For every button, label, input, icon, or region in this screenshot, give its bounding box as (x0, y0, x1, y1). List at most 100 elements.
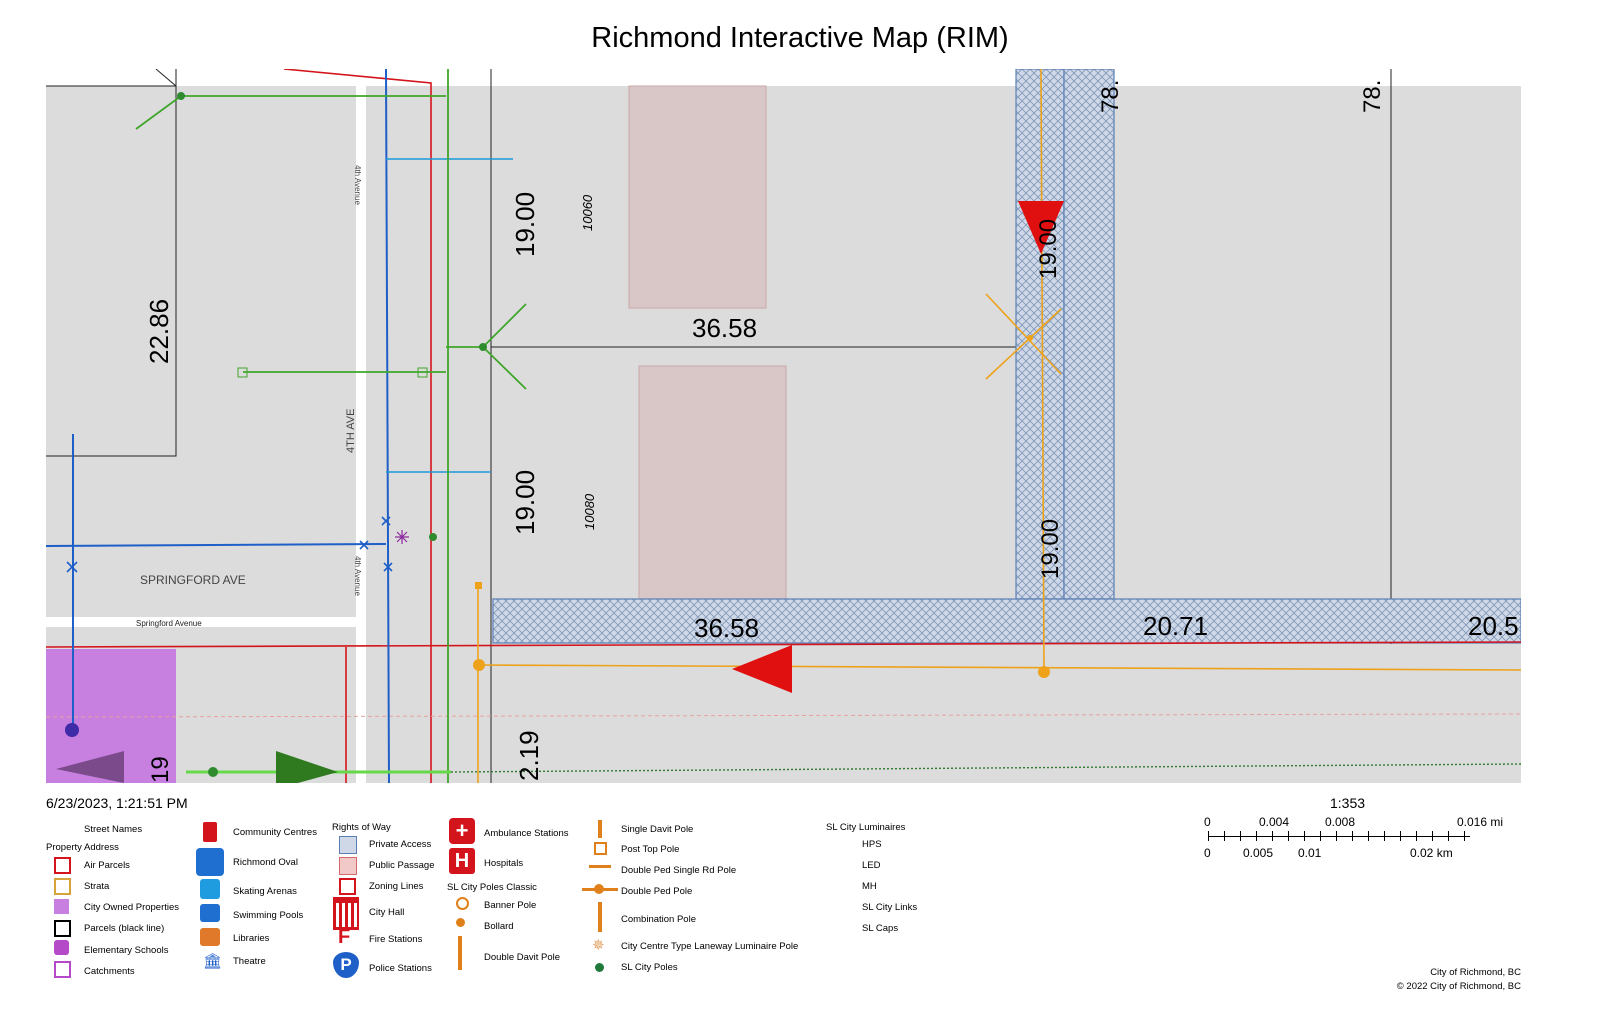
city-owned-icon (54, 899, 69, 914)
arrow-green-right (276, 751, 338, 783)
zoning-lines (46, 69, 1521, 783)
legend-combination-pole: Combination Pole (621, 914, 696, 925)
city-hall-icon (333, 897, 359, 930)
legend-elementary-schools: Elementary Schools (84, 945, 169, 956)
skating-arena-icon (200, 879, 220, 899)
legend-catchments: Catchments (84, 966, 135, 977)
legend-zoning-lines: Zoning Lines (369, 881, 424, 892)
legend-city-owned: City Owned Properties (84, 902, 180, 913)
legend-air-parcels: Air Parcels (84, 860, 130, 871)
single-davit-pole-icon (598, 820, 602, 838)
legend-double-ped-pole: Double Ped Pole (621, 886, 693, 897)
hospital-icon: H (449, 848, 475, 874)
legend-mh: MH (862, 881, 877, 892)
theatre-icon: 🏛 (203, 953, 223, 970)
post-top-pole-icon (594, 842, 607, 855)
label-parcel-19-00-b: 19.00 (510, 470, 540, 535)
arrow-red-down (1018, 201, 1064, 254)
label-parcel-78-b: 78. (1359, 80, 1386, 113)
map-title: Richmond Interactive Map (RIM) (591, 22, 1009, 54)
legend-libraries: Libraries (233, 933, 270, 944)
catchments-icon (54, 961, 71, 978)
arrow-red-left (732, 645, 792, 693)
school-icon (54, 940, 69, 955)
legend-sl-city-links: SL City Links (862, 902, 918, 913)
library-icon (200, 928, 220, 946)
legend-strata: Strata (84, 881, 110, 892)
scale-mi-0: 0 (1204, 815, 1211, 829)
legend-rights-of-way: Rights of Way (332, 822, 391, 833)
credit-line-1: City of Richmond, BC (1430, 967, 1521, 978)
legend-public-passage: Public Passage (369, 860, 435, 871)
legend-skating-arenas: Skating Arenas (233, 886, 297, 897)
scale-mi-2: 0.008 (1325, 815, 1356, 829)
legend-bollard: Bollard (484, 921, 514, 932)
legend-property-address: Property Address (46, 842, 119, 853)
legend-richmond-oval: Richmond Oval (233, 857, 298, 868)
scale-ratio: 1:353 (1330, 795, 1366, 811)
sl-city-poles-icon (595, 963, 604, 972)
banner-pole-icon (456, 897, 469, 910)
swimming-pool-icon (200, 904, 220, 922)
private-access-icon (339, 836, 357, 854)
map-legend: Street Names Property Address Air Parcel… (0, 818, 1200, 992)
building-10060 (628, 85, 767, 309)
legend-swimming-pools: Swimming Pools (233, 910, 304, 921)
laneway-luminaire-icon: ✵ (592, 937, 605, 954)
fire-station-icon: F (338, 926, 351, 948)
label-parcel-2-19: 2.19 (514, 730, 544, 781)
combination-pole-icon (598, 902, 602, 932)
legend-single-davit-pole: Single Davit Pole (621, 824, 694, 835)
legend-police-stations: Police Stations (369, 963, 432, 974)
map-canvas[interactable]: 22.86 19.00 19.00 19.00 19.00 36.58 36.5… (46, 69, 1521, 783)
label-parcel-19-00-c: 19.00 (1035, 219, 1062, 279)
legend-led: LED (862, 860, 881, 871)
label-street-4th-avenue: 4th Avenue (353, 165, 362, 205)
legend-sl-city-poles: SL City Poles (621, 962, 678, 973)
label-parcel-36-58-a: 36.58 (692, 313, 757, 343)
scale-km-2: 0.01 (1298, 846, 1322, 860)
label-parcel-22-86: 22.86 (144, 299, 174, 364)
label-street-springford-upper: SPRINGFORD AVE (140, 573, 246, 587)
legend-sl-city-luminaires: SL City Luminaires (826, 822, 906, 833)
legend-theatre: Theatre (233, 956, 266, 967)
scale-mi-3: 0.016 mi (1457, 815, 1504, 829)
legend-community-centres: Community Centres (233, 827, 317, 838)
water-lines (46, 69, 390, 783)
legend-fire-stations: Fire Stations (369, 934, 423, 945)
legend-private-access: Private Access (369, 839, 432, 850)
label-parcel-19-edge: 19 (147, 756, 174, 783)
richmond-oval-icon (196, 848, 224, 876)
label-parcel-19-00-a: 19.00 (510, 192, 540, 257)
label-street-4th-avenue-b: 4th Avenue (353, 556, 362, 596)
label-parcel-36-58-b: 36.58 (694, 613, 759, 643)
label-parcel-20-5: 20.5 (1468, 611, 1519, 641)
legend-ambulance-stations: Ambulance Stations (484, 828, 569, 839)
label-address-10080: 10080 (582, 493, 597, 530)
legend-city-centre-laneway: City Centre Type Laneway Luminaire Pole (621, 941, 799, 952)
legend-parcels-black: Parcels (black line) (84, 923, 165, 934)
legend-hps: HPS (862, 839, 882, 850)
legend-banner-pole: Banner Pole (484, 900, 537, 911)
legend-sl-city-poles-classic: SL City Poles Classic (447, 882, 537, 893)
legend-street-names: Street Names (84, 824, 143, 835)
label-street-springford: Springford Avenue (136, 619, 202, 628)
scale-km-1: 0.005 (1243, 846, 1274, 860)
legend-double-davit-pole: Double Davit Pole (484, 952, 561, 963)
zoning-lines-icon (339, 878, 356, 895)
community-centre-icon (203, 822, 217, 842)
luminaire-lines (477, 69, 1521, 783)
parcels-icon (54, 920, 71, 937)
legend-sl-caps: SL Caps (862, 923, 899, 934)
road-4th-avenue (356, 86, 366, 783)
label-parcel-78-a: 78. (1097, 80, 1124, 113)
legend-double-ped-single-rd-pole: Double Ped Single Rd Pole (621, 865, 737, 876)
label-street-4th-ave-upper: 4TH AVE (345, 409, 357, 453)
label-address-10060: 10060 (580, 194, 595, 231)
public-passage-icon (339, 857, 357, 875)
ambulance-icon: + (449, 818, 475, 844)
label-parcel-19-00-d: 19.00 (1037, 519, 1064, 579)
double-ped-single-rd-pole-icon (589, 865, 611, 868)
label-parcel-20-71: 20.71 (1143, 611, 1208, 641)
map-timestamp: 6/23/2023, 1:21:51 PM (46, 795, 188, 811)
